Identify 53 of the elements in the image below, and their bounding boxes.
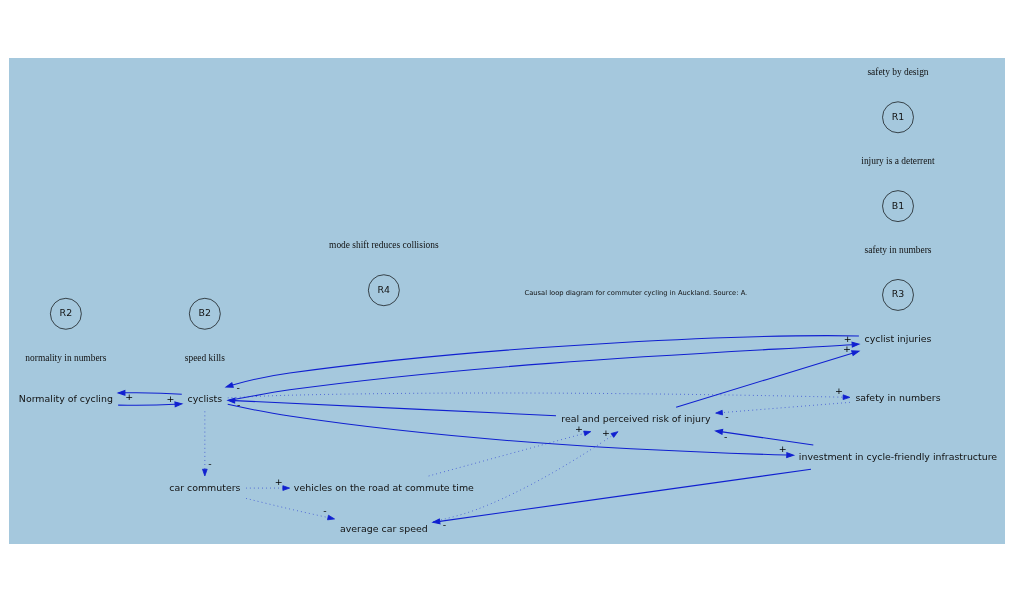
edge-label: - bbox=[235, 381, 240, 393]
arrow bbox=[245, 484, 290, 491]
edge-label: - bbox=[207, 457, 212, 469]
node-text: safety in numbers bbox=[854, 391, 941, 403]
edge-label: + bbox=[778, 442, 787, 454]
arrow bbox=[714, 401, 850, 415]
arrow bbox=[226, 341, 861, 401]
node-text: investment in cycle-friendly infrastructure bbox=[798, 450, 997, 462]
label: B1 bbox=[891, 199, 904, 211]
arrow bbox=[245, 497, 335, 520]
edge-label: + bbox=[574, 422, 583, 434]
arrow bbox=[226, 392, 850, 400]
arrow bbox=[226, 403, 795, 458]
edge-label: - bbox=[724, 410, 729, 422]
node-text: vehicles on the road at commute time bbox=[293, 481, 474, 493]
edge-label: + bbox=[124, 390, 133, 402]
edge-label: + bbox=[274, 475, 283, 487]
arrow bbox=[432, 430, 618, 522]
arrow bbox=[427, 430, 591, 476]
arrow bbox=[430, 468, 811, 524]
arrow bbox=[224, 334, 859, 388]
node-text: average car speed bbox=[339, 522, 428, 534]
label: mode shift reduces collisions bbox=[328, 239, 439, 250]
arrow bbox=[201, 410, 208, 476]
edge-label: + bbox=[166, 392, 174, 404]
edge-label: - bbox=[723, 430, 728, 442]
edge-label: - bbox=[236, 398, 240, 410]
edge-label: - bbox=[442, 518, 446, 530]
edge-label: - bbox=[322, 504, 327, 516]
arrow bbox=[116, 389, 182, 396]
label: R3 bbox=[891, 287, 904, 299]
label: R1 bbox=[891, 110, 904, 122]
node-text: cyclist injuries bbox=[863, 332, 932, 344]
edge-label: + bbox=[842, 342, 851, 354]
arrow bbox=[675, 349, 860, 408]
node-text: Normality of cycling bbox=[18, 392, 113, 404]
label: safety by design bbox=[866, 66, 929, 77]
label: safety in numbers bbox=[864, 244, 931, 255]
label: speed kills bbox=[184, 352, 225, 363]
arrow bbox=[225, 397, 557, 416]
node-text: car commuters bbox=[168, 481, 240, 493]
label: R2 bbox=[59, 306, 72, 318]
edge-label: + bbox=[601, 426, 610, 438]
node-text: cyclists bbox=[187, 392, 222, 404]
node-text: real and perceived risk of injury bbox=[560, 412, 711, 424]
label: normality in numbers bbox=[24, 352, 106, 363]
edge-label: + bbox=[843, 332, 852, 344]
edge-label: + bbox=[834, 384, 843, 396]
arrow bbox=[117, 400, 183, 407]
label: injury is a deterrent bbox=[860, 155, 935, 166]
label: R4 bbox=[377, 283, 390, 295]
label: B2 bbox=[198, 306, 211, 318]
arrow bbox=[713, 428, 814, 446]
